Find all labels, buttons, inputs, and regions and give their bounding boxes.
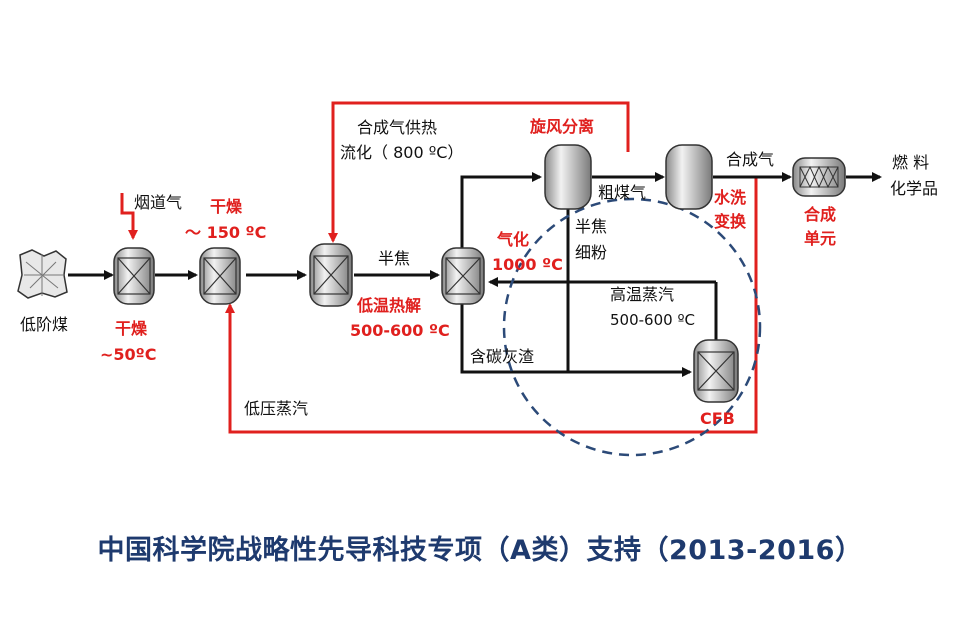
water-wash-vessel	[665, 144, 713, 210]
hp-steam-temp-label: 500-600 ºC	[610, 311, 695, 329]
dryer1-vessel	[113, 247, 155, 305]
crude-gas-label: 粗煤气	[598, 183, 646, 202]
semicoke-fines-label-2: 细粉	[575, 243, 607, 262]
semicoke-label: 半焦	[378, 249, 410, 268]
gasify-temp-label: 1000 ºC	[492, 255, 563, 274]
carbon-ash-label: 含碳灰渣	[470, 347, 534, 366]
dryer2-temp-label: ～ 150 ºC	[185, 223, 266, 242]
cfb-highlight-circle	[502, 197, 762, 457]
gasifier-vessel	[441, 247, 485, 305]
dryer1-label: 干燥	[115, 319, 148, 338]
semicoke-fines-label-1: 半焦	[575, 217, 607, 236]
syngas-heat-label: 合成气供热	[357, 118, 437, 137]
funding-caption: 中国科学院战略性先导科技专项（A类）支持（2013-2016）	[97, 535, 863, 566]
fluidize-label: 流化（ 800 ºC）	[340, 143, 463, 162]
chemicals-label: 化学品	[890, 179, 938, 198]
dryer1-temp-label: ~50ºC	[100, 345, 156, 364]
gasify-label: 气化	[496, 230, 529, 249]
pyrolyzer-vessel	[309, 243, 353, 307]
carbon-ash-line	[460, 302, 692, 377]
synthesis-unit-label-2: 单元	[804, 229, 836, 248]
pyrolysis-temp-label: 500-600 ºC	[350, 321, 450, 340]
flue-gas-arrow	[120, 193, 138, 240]
hp-steam-label: 高温蒸汽	[610, 285, 674, 304]
synthesis-unit-label-1: 合成	[804, 205, 836, 224]
gasifier-to-cyclone-line	[460, 172, 542, 248]
fuel-label: 燃 料	[892, 153, 929, 172]
pyrolysis-label: 低温热解	[356, 296, 421, 315]
syngas-heat-return-line	[328, 101, 630, 243]
dryer2-label: 干燥	[210, 197, 243, 216]
low-pressure-steam-line	[225, 178, 758, 434]
cyclone-vessel	[544, 144, 592, 210]
low-rank-coal-label: 低阶煤	[20, 315, 68, 334]
flue-gas-label: 烟道气	[134, 193, 182, 212]
dryer2-vessel	[199, 247, 241, 305]
low-pressure-steam-label: 低压蒸汽	[244, 399, 308, 418]
cfb-label: CFB	[700, 409, 735, 428]
synthesis-vessel	[792, 157, 846, 197]
water-wash-label: 水洗	[714, 188, 746, 207]
cfb-vessel	[693, 339, 739, 403]
shift-label: 变换	[714, 212, 747, 231]
cyclone-label: 旋风分离	[529, 117, 594, 136]
coal-pile-icon	[17, 249, 68, 299]
syngas-label: 合成气	[726, 150, 774, 169]
